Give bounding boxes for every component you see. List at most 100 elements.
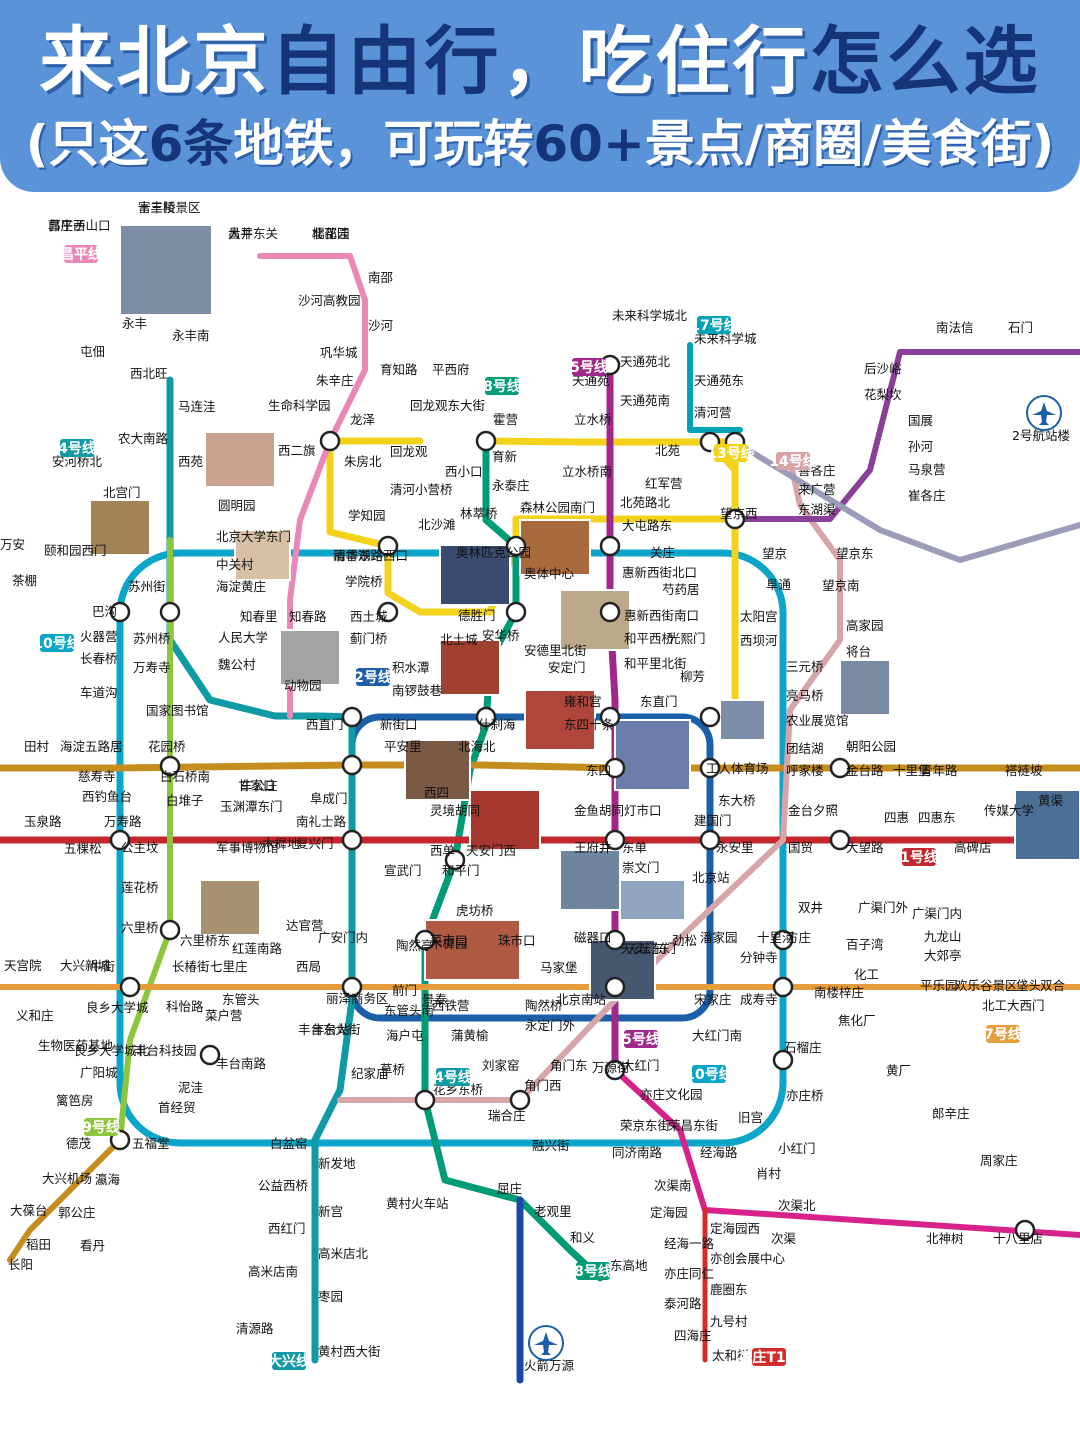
transfer-station-marker <box>699 706 721 728</box>
station-label: 十三陵景区 <box>138 200 201 215</box>
station-label: 知春里 <box>240 609 278 624</box>
station-label: 后沙峪 <box>864 361 902 376</box>
station-label: 昌平西山口 <box>48 218 111 233</box>
station-label: 回龙观东大街 <box>410 398 485 413</box>
line-badge: 1号线 <box>900 848 938 866</box>
station-label: 五棵松 <box>64 841 102 856</box>
line-badge: 10号线 <box>33 634 81 652</box>
station-label: 田村 <box>24 739 50 754</box>
station-label: 东高地 <box>610 1258 648 1273</box>
station-label: 西土城 <box>350 609 388 624</box>
subway-map: 十三陵景区昌平西山口昌平东关北邵洼南邵沙河高教园沙河巩华城朱辛庄育知路平西府生命… <box>0 200 1080 1384</box>
station-label: 传媒大学 <box>984 803 1034 818</box>
transfer-station-marker <box>699 829 721 851</box>
transfer-station-marker <box>109 829 131 851</box>
line-badge-label: 10号线 <box>685 1066 732 1083</box>
station-label: 慈寿寺 <box>78 769 116 784</box>
station-label: 稻香湖路 <box>333 548 384 563</box>
station-label: 陶然亭 <box>396 938 434 953</box>
station-label: 大红门 <box>622 1058 660 1073</box>
station-label: 角门东 <box>550 1058 588 1073</box>
station-label: 丰台东大街 <box>298 1022 361 1037</box>
station-label: 车道沟 <box>80 685 118 700</box>
station-label: 劲松 <box>672 933 697 948</box>
station-label: 芍药居 <box>662 582 700 597</box>
station-label: 生物医药基地 <box>38 1038 114 1053</box>
station-label: 高家园 <box>846 618 884 633</box>
station-label: 马连洼 <box>178 399 216 414</box>
station-label: 望京南 <box>822 578 860 593</box>
station-label: 石榴庄 <box>784 1040 822 1055</box>
subtitle-part: 地铁，可玩转 <box>233 115 534 173</box>
station-label: 和平西桥 <box>624 631 675 646</box>
station-label: 马泉营 <box>908 462 946 477</box>
transfer-station-marker <box>119 976 141 998</box>
transfer-station-marker <box>475 706 497 728</box>
line-badge: 大兴线 <box>268 1352 310 1370</box>
station-label: 大井 <box>228 226 253 241</box>
station-label: 龙泽 <box>350 412 375 427</box>
station-label: 育知路 <box>380 362 418 377</box>
station-label: 分钟寺 <box>740 950 778 965</box>
station-label: 复兴门 <box>296 836 334 851</box>
station-label: 大屯路东 <box>622 518 672 533</box>
station-label: 呼家楼 <box>786 763 824 778</box>
title-highlight: 自由行 <box>270 19 502 105</box>
station-label: 西北旺 <box>130 366 168 381</box>
landmark-photos <box>89 224 1080 1001</box>
line-badge-label: 17号线 <box>690 317 737 334</box>
station-label: 白盆窑 <box>270 1136 308 1151</box>
transfer-station-marker <box>159 919 181 941</box>
station-label: 东四 <box>586 763 611 778</box>
line-badge: 8号线 <box>483 377 521 395</box>
station-label: 崔各庄 <box>908 488 946 503</box>
station-label: 次渠南 <box>654 1178 692 1193</box>
station-label: 潘家园 <box>700 930 738 945</box>
station-label: 天通苑 <box>572 373 610 388</box>
station-label: 西单 <box>430 843 455 858</box>
station-label: 南邵 <box>368 270 393 285</box>
station-label: 玉泉路 <box>24 814 62 829</box>
landmark-photo <box>199 879 261 936</box>
station-label: 金台夕照 <box>788 803 838 818</box>
line-badge: 13号线 <box>707 444 755 462</box>
station-label: 清河小营桥 <box>390 482 453 497</box>
station-label: 海淀黄庄 <box>216 579 266 594</box>
station-label: 万源街 <box>592 1060 630 1075</box>
station-label: 周家庄 <box>980 1153 1018 1168</box>
station-label: 未来科学城 <box>694 331 757 346</box>
station-label: 景泰 <box>422 992 448 1007</box>
subtitle-highlight: 6条 <box>148 115 234 173</box>
transfer-station-marker <box>829 829 851 851</box>
page-title: 来北京自由行，吃住行怎么选 <box>0 14 1080 110</box>
station-label: 万寿寺 <box>133 660 171 675</box>
landmark-photo <box>839 659 891 716</box>
transfer-station-marker <box>724 508 746 530</box>
transfer-station-marker <box>599 535 621 557</box>
station-label: 肖村 <box>756 1166 782 1181</box>
station-label: 木樨地 <box>262 836 300 851</box>
landmark-photo <box>119 224 213 316</box>
airplane-icon <box>1026 395 1062 431</box>
station-label: 清华东路西口 <box>333 548 408 563</box>
station-label: 大兴新城 <box>60 958 111 973</box>
transfer-station-marker <box>159 755 181 777</box>
station-label: 宋家庄 <box>694 992 732 1007</box>
line-badge: 7号线 <box>984 1025 1022 1043</box>
station-label: 清源路 <box>236 1321 274 1336</box>
station-label: 三元桥 <box>786 659 824 674</box>
station-label: 南楼梓庄 <box>814 985 864 1000</box>
station-label: 永丰 <box>122 316 147 331</box>
station-label: 前门 <box>392 983 417 998</box>
transfer-station-marker <box>604 829 626 851</box>
landmark-photo <box>204 431 276 488</box>
transfer-station-marker <box>377 535 399 557</box>
line-badge: 5号线 <box>622 1030 660 1048</box>
line-14 <box>337 457 843 1103</box>
station-label: 旧宫 <box>738 1110 763 1125</box>
station-label: 长春桥 <box>80 651 118 666</box>
station-label: 红军营 <box>645 476 683 491</box>
station-label: 成寿寺 <box>740 992 778 1007</box>
station-label: 北神树 <box>926 1231 964 1246</box>
